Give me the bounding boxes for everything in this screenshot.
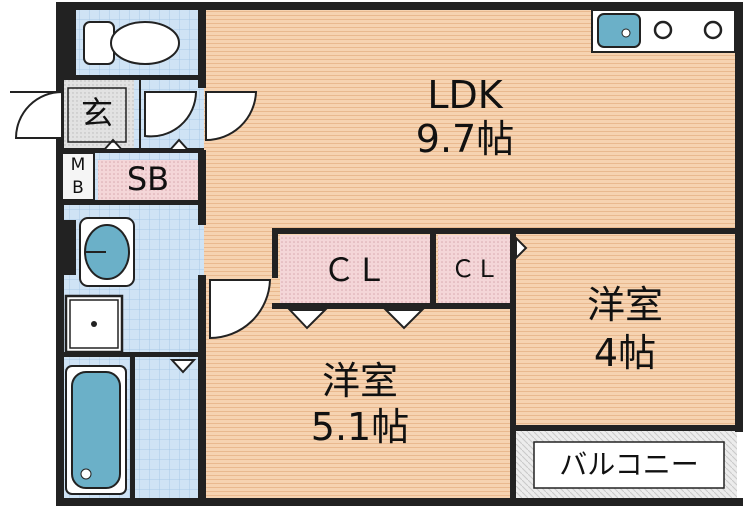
shoebox-door-icon <box>101 138 125 151</box>
washing-machine-icon <box>64 294 124 354</box>
closet-small-label: ＣＬ <box>451 255 499 283</box>
bedroom-left-size-label: 5.1帖 <box>310 405 410 449</box>
shoebox-label: SB <box>126 160 170 198</box>
meter-box <box>61 152 95 201</box>
ldk-size-label: 9.7帖 <box>415 117 515 161</box>
bedroom-right-name-label: 洋室 <box>586 283 663 327</box>
ldk-name-label: LDK <box>427 73 503 117</box>
kitchen-sink <box>597 13 641 48</box>
entrance-floor <box>62 80 134 148</box>
closet-door-icon <box>515 235 528 261</box>
shoebox-door-icon <box>167 138 191 151</box>
entrance-label: 玄 <box>80 94 113 132</box>
closet-large-label: ＣＬ <box>322 251 387 289</box>
stove-burner-icon <box>703 20 723 40</box>
bedroom-right-size-label: 4帖 <box>593 331 657 375</box>
ldk-door-icon <box>205 91 258 142</box>
shoebox-floor <box>98 160 198 200</box>
meter-box-label-b: B <box>72 178 84 198</box>
balcony-label-box <box>533 441 725 489</box>
bath-door-icon <box>169 359 197 374</box>
stove-burner-icon <box>653 20 673 40</box>
ldk-door-icon <box>144 91 198 138</box>
meter-box-label-m: M <box>70 155 86 175</box>
balcony-label: バルコニー <box>559 448 699 481</box>
entrance-door-icon <box>14 90 63 139</box>
wash-basin-icon <box>79 217 135 287</box>
closet-small-floor <box>438 235 512 303</box>
bedroom-left-name-label: 洋室 <box>321 359 398 403</box>
closet-door-icon <box>383 309 425 330</box>
entrance-label-box <box>67 87 127 143</box>
closet-door-icon <box>287 309 328 330</box>
bedroom-right-floor <box>516 228 737 428</box>
bathtub-icon <box>65 365 127 495</box>
toilet-icon <box>83 21 180 65</box>
closet-large-floor <box>280 235 430 303</box>
bedroom-door-icon <box>209 279 272 340</box>
